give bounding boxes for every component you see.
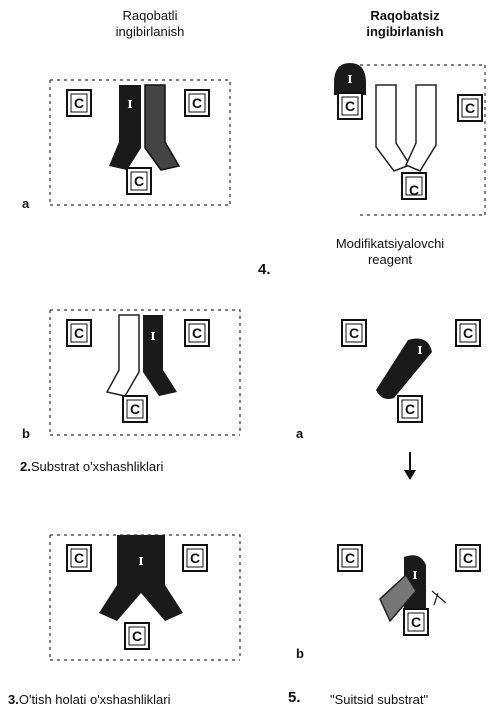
modifying-reagent-molecule: [376, 338, 432, 399]
catalytic-site-right: C: [455, 544, 481, 572]
inhibitor-letter: I: [138, 555, 143, 568]
transition-state-analog-diagram: C C C I: [49, 534, 241, 661]
substrate-analog-diagram: C C C I: [49, 309, 241, 436]
suicide-substrate-caption: "Suitsid substrat": [330, 692, 429, 707]
down-arrow-icon: [404, 452, 416, 480]
svg-text:C: C: [132, 628, 142, 644]
catalytic-site-bottom: C: [122, 395, 148, 423]
svg-text:C: C: [465, 100, 475, 116]
panel3-caption: 2.Substrat o'xshashliklari: [20, 459, 164, 474]
transition-state-analog-molecule: [99, 535, 183, 621]
svg-text:C: C: [192, 95, 202, 111]
catalytic-site-right: C: [184, 89, 210, 117]
catalytic-site-bottom: C: [124, 622, 150, 650]
catalytic-site-left: C: [337, 544, 363, 572]
substrate-molecule-right: [405, 84, 437, 172]
panel6-number: 5.: [288, 689, 301, 706]
inhibitor-letter: I: [417, 344, 422, 357]
catalytic-site-bottom: C: [401, 172, 427, 200]
svg-text:C: C: [409, 182, 419, 198]
svg-text:C: C: [345, 550, 355, 566]
svg-text:C: C: [405, 401, 415, 417]
substrate-molecule: [105, 314, 140, 397]
inhibitor-letter: I: [347, 73, 352, 86]
catalytic-site-left: C: [337, 92, 363, 120]
catalytic-site-right: C: [455, 319, 481, 347]
catalytic-site-left: C: [66, 89, 92, 117]
panel4-number: 4.: [258, 261, 271, 278]
svg-text:C: C: [74, 550, 84, 566]
inhibitor-molecule: [334, 63, 366, 95]
svg-text:C: C: [463, 325, 473, 341]
modifying-reagent-diagram-a: C C C I: [341, 319, 481, 423]
svg-text:C: C: [134, 173, 144, 189]
svg-text:C: C: [130, 401, 140, 417]
catalytic-site-right: C: [184, 319, 210, 347]
inhibitor-molecule: [143, 315, 177, 396]
svg-text:C: C: [411, 614, 421, 630]
svg-text:C: C: [463, 550, 473, 566]
substrate-molecule: [144, 84, 181, 171]
competitive-inhibition-diagram: C C C I: [49, 79, 231, 206]
inhibitor-letter: I: [150, 330, 155, 343]
noncompetitive-inhibition-diagram: I C C C: [334, 63, 486, 216]
svg-text:C: C: [345, 98, 355, 114]
svg-text:C: C: [74, 325, 84, 341]
enzyme-frame: [49, 309, 241, 436]
modifying-reagent-title: Modifikatsiyalovchi reagent: [335, 236, 445, 267]
enzyme-frame: [49, 79, 231, 206]
svg-text:C: C: [190, 550, 200, 566]
cleavage-mark-icon: [431, 590, 447, 606]
competitive-inhibition-title: Raqobatli ingibirlanish: [115, 8, 185, 39]
svg-text:C: C: [349, 325, 359, 341]
svg-text:C: C: [74, 95, 84, 111]
panel4-label: a: [296, 426, 304, 441]
inhibitor-molecule: [109, 85, 141, 170]
catalytic-site-left: C: [66, 544, 92, 572]
panel1-label: a: [22, 196, 30, 211]
catalytic-site-left: C: [341, 319, 367, 347]
panel6-label: b: [296, 646, 304, 661]
suicide-substrate-diagram: C C I C: [337, 544, 481, 636]
panel5-caption: 3.O'tish holati o'xshashliklari: [8, 692, 171, 707]
catalytic-site-right: C: [182, 544, 208, 572]
inhibitor-letter: I: [127, 98, 132, 111]
inhibitor-letter: I: [412, 569, 417, 582]
enzyme-frame: [49, 534, 241, 661]
catalytic-site-right: C: [457, 94, 483, 122]
catalytic-site-bottom: C: [397, 395, 423, 423]
substrate-molecule-left: [375, 84, 412, 172]
catalytic-site-left: C: [66, 319, 92, 347]
panel3-label: b: [22, 426, 30, 441]
catalytic-site-bottom: C: [403, 608, 429, 636]
noncompetitive-inhibition-title: Raqobatsiz ingibirlanish: [366, 8, 444, 39]
svg-text:C: C: [192, 325, 202, 341]
substrate-fragment: [379, 573, 417, 623]
catalytic-site-bottom: C: [126, 167, 152, 195]
